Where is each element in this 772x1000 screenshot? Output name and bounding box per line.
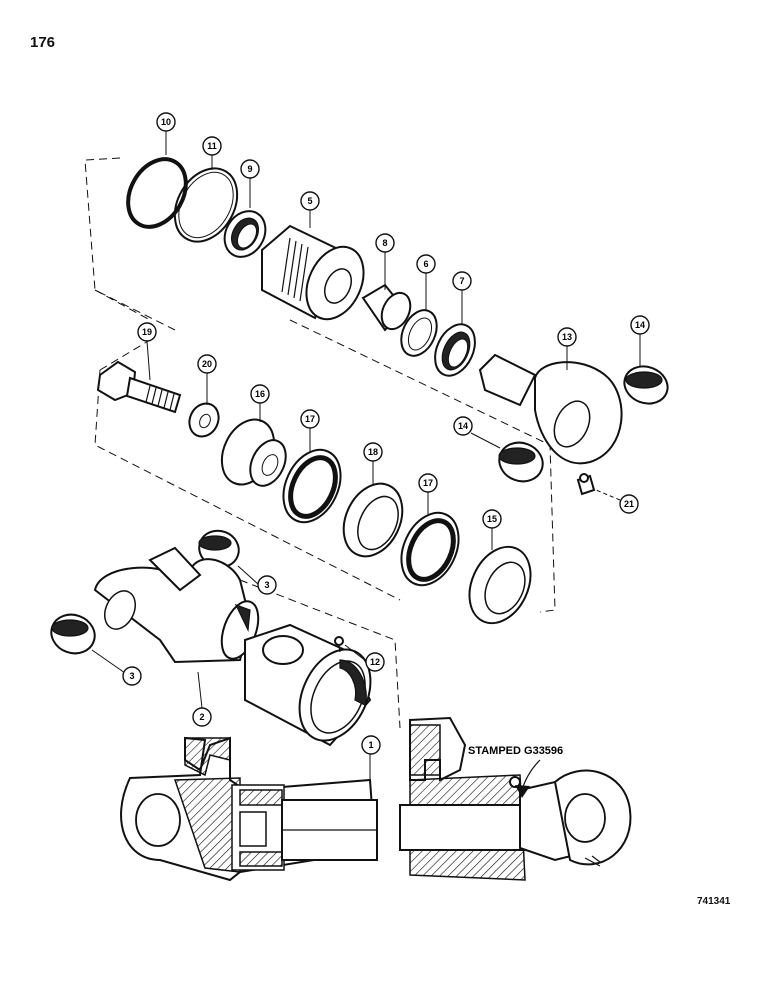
callout-14-lower: 14 bbox=[453, 416, 473, 436]
part-rod-seal-7 bbox=[434, 323, 476, 377]
callout-15: 15 bbox=[482, 509, 502, 529]
callout-label: 16 bbox=[255, 389, 265, 399]
callout-label: 18 bbox=[368, 447, 378, 457]
callout-17-right: 17 bbox=[418, 473, 438, 493]
part-piston-15 bbox=[468, 545, 532, 625]
part-wear-ring-18 bbox=[342, 482, 404, 558]
callout-3-lower: 3 bbox=[122, 666, 142, 686]
callout-11: 11 bbox=[202, 136, 222, 156]
callout-20: 20 bbox=[197, 354, 217, 374]
part-grease-fitting-21 bbox=[576, 473, 596, 496]
callout-label: 1 bbox=[368, 740, 373, 750]
callout-1: 1 bbox=[361, 735, 381, 755]
callout-3-upper: 3 bbox=[257, 575, 277, 595]
part-backup-ring-11 bbox=[173, 167, 239, 243]
callout-label: 10 bbox=[161, 117, 171, 127]
callout-18: 18 bbox=[363, 442, 383, 462]
callout-8: 8 bbox=[375, 233, 395, 253]
callout-label: 14 bbox=[458, 421, 468, 431]
callout-6: 6 bbox=[416, 254, 436, 274]
callout-label: 13 bbox=[562, 332, 572, 342]
callout-9: 9 bbox=[240, 159, 260, 179]
callout-label: 12 bbox=[370, 657, 380, 667]
callout-16: 16 bbox=[250, 384, 270, 404]
callout-label: 17 bbox=[305, 414, 315, 424]
part-piston-seal-17-left bbox=[282, 448, 342, 524]
callout-label: 19 bbox=[142, 327, 152, 337]
callout-label: 8 bbox=[382, 238, 387, 248]
callout-7: 7 bbox=[452, 271, 472, 291]
part-bushing-3-lower bbox=[50, 613, 96, 655]
callout-17-left: 17 bbox=[300, 409, 320, 429]
callout-label: 14 bbox=[635, 320, 645, 330]
callout-label: 6 bbox=[423, 259, 428, 269]
callout-label: 17 bbox=[423, 478, 433, 488]
callout-label: 2 bbox=[199, 712, 204, 722]
callout-label: 11 bbox=[207, 141, 217, 151]
callout-14-upper: 14 bbox=[630, 315, 650, 335]
part-cylinder-barrel-2 bbox=[93, 546, 372, 747]
part-seal-9 bbox=[223, 210, 267, 258]
part-bolt-19 bbox=[96, 360, 182, 414]
callout-19: 19 bbox=[137, 322, 157, 342]
stamp-label: STAMPED G33596 bbox=[468, 745, 563, 757]
callout-5: 5 bbox=[300, 191, 320, 211]
callout-label: 15 bbox=[487, 514, 497, 524]
leader-lines bbox=[91, 131, 641, 782]
callout-label: 3 bbox=[264, 580, 269, 590]
callout-label: 20 bbox=[202, 359, 212, 369]
callout-label: 21 bbox=[624, 499, 634, 509]
part-wiper-ring-6 bbox=[400, 309, 438, 357]
part-washer-20 bbox=[188, 402, 220, 438]
dashed-group-lower bbox=[239, 579, 401, 729]
dashed-group-upper bbox=[84, 157, 176, 331]
part-bushing-8 bbox=[361, 283, 412, 332]
part-bushing-14-lower bbox=[498, 441, 544, 483]
callout-label: 5 bbox=[307, 196, 312, 206]
callout-label: 3 bbox=[129, 671, 134, 681]
part-rod-eye-13 bbox=[478, 353, 623, 465]
part-piston-16 bbox=[220, 418, 287, 487]
callout-label: 7 bbox=[459, 276, 464, 286]
callout-label: 9 bbox=[247, 164, 252, 174]
page-number: 176 bbox=[30, 34, 56, 51]
callout-12: 12 bbox=[365, 652, 385, 672]
part-piston-seal-17-right bbox=[400, 511, 460, 587]
callout-13: 13 bbox=[557, 327, 577, 347]
part-bushing-14-upper bbox=[623, 365, 669, 405]
callout-2: 2 bbox=[192, 707, 212, 727]
part-screw-12 bbox=[334, 636, 344, 653]
part-cylinder-head-5 bbox=[261, 224, 365, 321]
callout-10: 10 bbox=[156, 112, 176, 132]
part-assembled-cylinder-1 bbox=[120, 716, 632, 882]
figure-code: 741341 bbox=[697, 896, 731, 907]
stamp-arrowhead bbox=[515, 785, 530, 798]
dashed-group-middle bbox=[94, 319, 556, 613]
callout-21: 21 bbox=[619, 494, 639, 514]
